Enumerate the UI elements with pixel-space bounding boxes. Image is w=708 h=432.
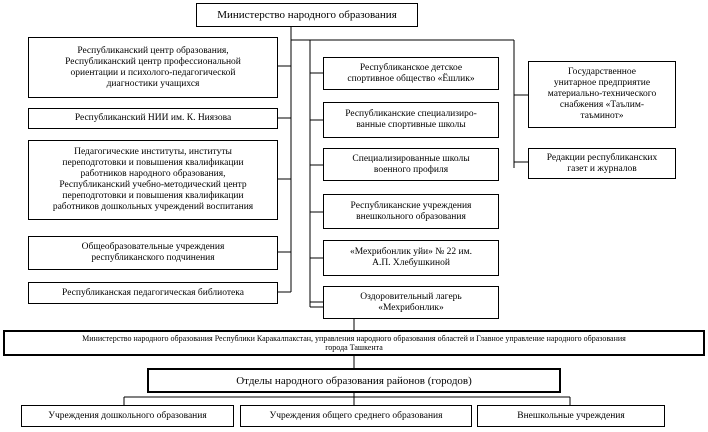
left-box-4-label: Общеобразовательные учреждения республик… (81, 242, 225, 263)
bottom-box-2: Учреждения общего среднего образования (240, 405, 472, 427)
bottom-box-1-label: Учреждения дошкольного образования (48, 410, 207, 421)
middle-box-4-label: Республиканские учреждения внешкольного … (350, 200, 472, 222)
middle-box-5: «Мехрибонлик уйи» № 22 им. А.П. Хлебушки… (323, 240, 499, 276)
ministry-box: Министерство народного образования (196, 3, 418, 27)
right-box-1-label: Государственное унитарное предприятие ма… (547, 67, 657, 121)
right-box-1: Государственное унитарное предприятие ма… (528, 61, 676, 128)
left-box-2-label: Республиканский НИИ им. К. Ниязова (74, 113, 232, 123)
left-box-1-label: Республиканский центр образования, Респу… (65, 45, 241, 89)
left-box-3: Педагогические институты, институты пере… (28, 140, 278, 220)
left-box-2: Республиканский НИИ им. К. Ниязова (28, 108, 278, 129)
middle-box-1: Республиканское детское спортивное общес… (323, 57, 499, 90)
right-box-2: Редакции республиканских газет и журнало… (528, 148, 676, 179)
middle-box-2-label: Республиканские специализиро- ванные спо… (345, 109, 477, 130)
regional-label: Министерство народного образования Респу… (82, 333, 626, 353)
middle-box-2: Республиканские специализиро- ванные спо… (323, 102, 499, 138)
middle-box-3-label: Специализированные школы военного профил… (352, 153, 470, 175)
middle-box-6-label: Оздоровительный лагерь «Мехрибонлик» (360, 291, 462, 313)
right-box-2-label: Редакции республиканских газет и журнало… (546, 152, 658, 174)
middle-box-6: Оздоровительный лагерь «Мехрибонлик» (323, 286, 499, 319)
left-box-5: Республиканская педагогическая библиотек… (28, 282, 278, 304)
middle-box-5-label: «Мехрибонлик уйи» № 22 им. А.П. Хлебушки… (349, 247, 473, 268)
bottom-box-3-label: Внешкольные учреждения (517, 410, 625, 421)
district-label: Отделы народного образования районов (го… (236, 374, 472, 387)
left-box-5-label: Республиканская педагогическая библиотек… (62, 287, 244, 298)
regional-box: Министерство народного образования Респу… (3, 330, 705, 356)
left-box-1: Республиканский центр образования, Респу… (28, 37, 278, 98)
district-box: Отделы народного образования районов (го… (147, 368, 561, 393)
bottom-box-2-label: Учреждения общего среднего образования (269, 410, 443, 421)
bottom-box-1: Учреждения дошкольного образования (21, 405, 234, 427)
middle-box-4: Республиканские учреждения внешкольного … (323, 194, 499, 229)
left-box-3-label: Педагогические институты, институты пере… (52, 147, 254, 212)
ministry-label: Министерство народного образования (217, 9, 397, 21)
left-box-4: Общеобразовательные учреждения республик… (28, 236, 278, 270)
middle-box-3: Специализированные школы военного профил… (323, 148, 499, 181)
bottom-box-3: Внешкольные учреждения (477, 405, 665, 427)
middle-box-1-label: Республиканское детское спортивное общес… (347, 62, 475, 84)
